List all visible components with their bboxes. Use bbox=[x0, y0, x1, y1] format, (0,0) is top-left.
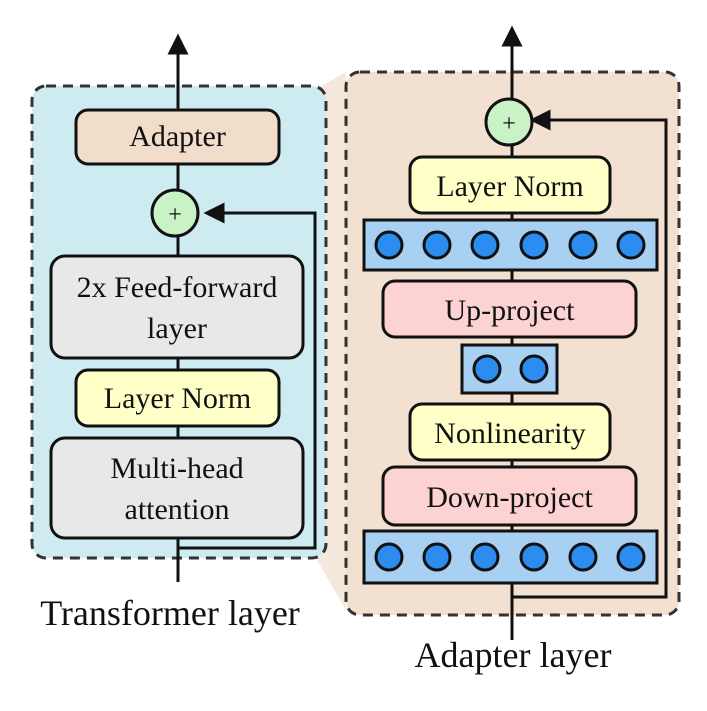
transformer-residual-path bbox=[178, 202, 317, 550]
neuron bbox=[616, 542, 646, 572]
transformer-layer-caption: Transformer layer bbox=[40, 593, 300, 633]
neuron bbox=[470, 542, 500, 572]
left-adapter-block: Adapter bbox=[74, 108, 281, 166]
neuron bbox=[470, 230, 500, 260]
neuron bbox=[519, 354, 549, 384]
adapter-layer-caption: Adapter layer bbox=[415, 635, 612, 675]
right-add-node: + bbox=[484, 97, 534, 147]
nonlinearity-label: Nonlinearity bbox=[434, 417, 586, 450]
output-neuron-layer bbox=[362, 218, 659, 272]
neuron bbox=[616, 230, 646, 260]
down-project-block: Down-project bbox=[381, 465, 638, 527]
up-project-label: Up-project bbox=[445, 294, 576, 327]
neuron bbox=[422, 230, 452, 260]
left-layer-norm-label: Layer Norm bbox=[104, 382, 251, 415]
plus-icon: + bbox=[168, 202, 182, 228]
feedforward-label-line2: layer bbox=[147, 312, 207, 345]
plus-icon: + bbox=[502, 111, 516, 137]
up-project-block: Up-project bbox=[381, 279, 638, 339]
neuron bbox=[568, 542, 598, 572]
feedforward-label-line1: 2x Feed-forward bbox=[77, 271, 278, 304]
attention-label-line1: Multi-head bbox=[110, 452, 243, 485]
bottleneck-neuron-layer bbox=[460, 343, 559, 395]
attention-block: Multi-head attention bbox=[49, 436, 305, 540]
attention-label-line2: attention bbox=[125, 493, 230, 526]
nonlinearity-block: Nonlinearity bbox=[408, 402, 612, 462]
right-layer-norm-block: Layer Norm bbox=[408, 155, 612, 215]
left-add-node: + bbox=[150, 188, 200, 238]
neuron bbox=[568, 230, 598, 260]
adapter-residual-path bbox=[512, 109, 668, 599]
down-project-label: Down-project bbox=[426, 481, 593, 514]
neuron bbox=[519, 230, 549, 260]
right-layer-norm-label: Layer Norm bbox=[436, 170, 583, 203]
left-adapter-label: Adapter bbox=[129, 120, 226, 153]
neuron bbox=[422, 542, 452, 572]
neuron bbox=[472, 354, 502, 384]
left-layer-norm-block: Layer Norm bbox=[74, 368, 281, 428]
input-neuron-layer bbox=[362, 529, 659, 585]
neuron bbox=[519, 542, 549, 572]
neuron bbox=[374, 542, 404, 572]
feedforward-block: 2x Feed-forward layer bbox=[49, 254, 305, 360]
neuron bbox=[374, 230, 404, 260]
